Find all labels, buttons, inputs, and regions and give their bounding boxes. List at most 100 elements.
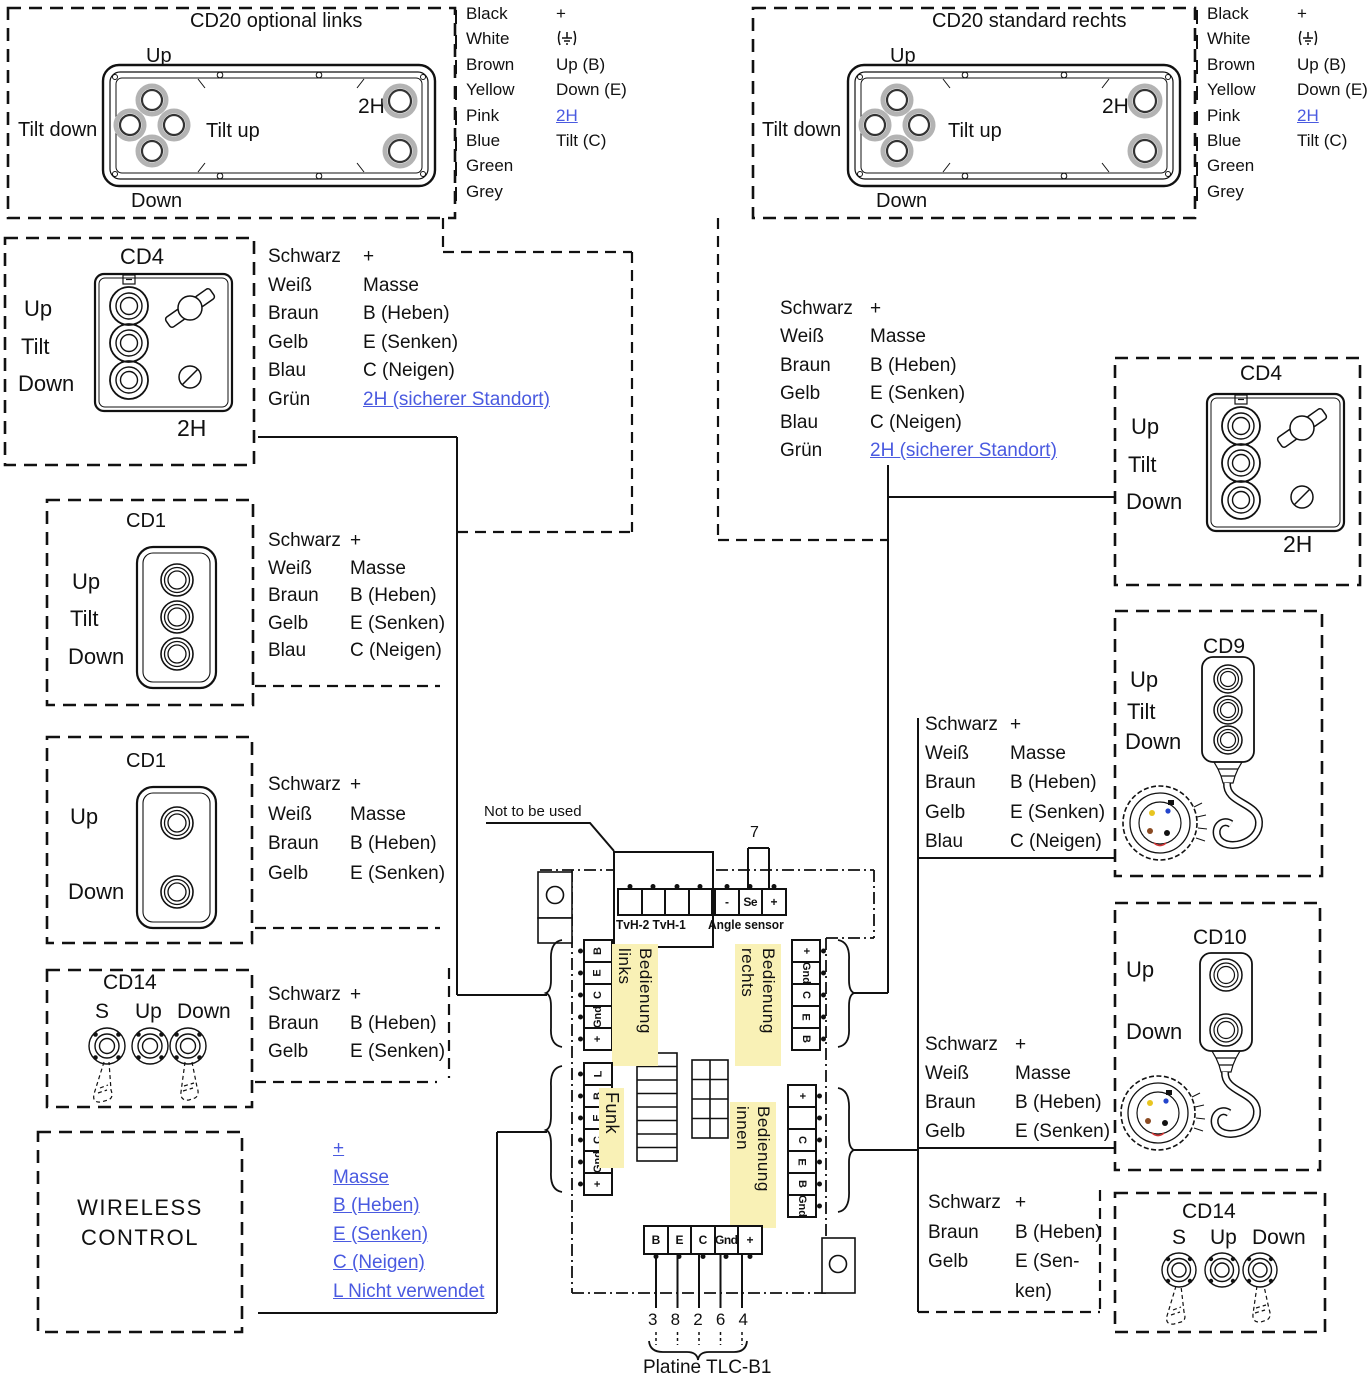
wire-row: E (Senken) xyxy=(333,1224,484,1253)
cd10-wire-list: Schwarz + Weiß Masse Braun B (Heben) Gel… xyxy=(925,1034,1110,1150)
wire-row: Blau C (Neigen) xyxy=(925,831,1105,860)
cd20-right-down-label: Down xyxy=(876,190,928,212)
wire-function: + xyxy=(1015,1034,1027,1055)
wire-function: Tilt (C) xyxy=(556,130,607,150)
wire-stub xyxy=(455,187,457,202)
wire-row: Braun B (Heben) xyxy=(780,355,1057,383)
cd20-right-wire-list: Black + White Brown Up (B) Yellow Down (… xyxy=(1196,4,1368,207)
wire-row: Gelb E (Senken) xyxy=(925,802,1105,831)
cd1-b-down-label: Down xyxy=(68,879,125,904)
wire-row: Gelb E (Sen- xyxy=(928,1251,1102,1281)
wire-row: Braun B (Heben) xyxy=(268,1013,445,1042)
wire-stub xyxy=(455,60,457,75)
cd1-b-title: CD1 xyxy=(126,750,167,772)
wire-row: Gelb E (Senken) xyxy=(268,332,550,361)
wire-row: L Nicht verwendet xyxy=(333,1281,484,1310)
cd14-right-title: CD14 xyxy=(1182,1200,1236,1223)
wire-row: Schwarz + xyxy=(268,246,550,275)
terminal: B xyxy=(583,939,613,963)
bedienung-links-label-line1: Bedienung xyxy=(636,948,655,1034)
wire-row: Schwarz + xyxy=(268,774,445,804)
wire-row: + xyxy=(333,1138,484,1167)
wire-function[interactable]: 2H (sicherer Standort) xyxy=(363,388,550,410)
wire-function[interactable]: + xyxy=(333,1138,345,1159)
wire-color: Gelb xyxy=(925,801,966,823)
wire-color: Blau xyxy=(268,640,307,661)
cd4-right-down-label: Down xyxy=(1126,489,1183,514)
terminal: C xyxy=(690,1225,716,1255)
wire-function[interactable]: 2H xyxy=(1297,105,1319,125)
terminal: C xyxy=(583,983,613,1007)
cd4-right-2h-label: 2H xyxy=(1283,531,1313,557)
wire-function[interactable]: 2H (sicherer Standort) xyxy=(870,439,1057,461)
terminal: Gnd xyxy=(787,1194,817,1218)
wire-stub xyxy=(1196,85,1198,100)
terminal: L xyxy=(583,1062,613,1086)
wire-function[interactable]: 2H xyxy=(556,105,578,125)
wire-color: Black xyxy=(1207,4,1249,23)
bedienung-rechts-label: Bedienung rechts xyxy=(735,944,781,1066)
wire-color: Schwarz xyxy=(268,246,341,267)
tvh-label: TvH-2 TvH-1 xyxy=(616,917,686,932)
cd14-left-switches-drawing xyxy=(88,1027,207,1103)
wire-color: Blau xyxy=(268,360,307,382)
cd4-left-wire-list: Schwarz + Weiß Masse Braun B (Heben) Gel… xyxy=(268,246,550,418)
wire-function: E (Senken) xyxy=(350,862,446,884)
wire-color: Green xyxy=(1207,156,1255,176)
cd14-left-title: CD14 xyxy=(103,971,157,994)
cd20-right-up-label: Up xyxy=(890,45,916,67)
wire-color: Weiß xyxy=(268,557,312,579)
wire-function: ken) xyxy=(1015,1280,1052,1302)
wire-color: Brown xyxy=(1207,54,1256,74)
wire-color: Grün xyxy=(780,439,823,461)
wire-color: Weiß xyxy=(268,274,312,296)
wire-function: B (Heben) xyxy=(1015,1221,1102,1243)
wire-row: Grey xyxy=(1196,182,1368,207)
wire-row: Gelb E (Senken) xyxy=(268,613,445,641)
earth-ground-icon xyxy=(1297,29,1319,49)
wire-function[interactable]: B (Heben) xyxy=(333,1195,420,1217)
wire-function: Down (E) xyxy=(1297,80,1368,100)
wire-function[interactable]: E (Senken) xyxy=(333,1223,429,1245)
wire-color: Weiß xyxy=(925,743,969,765)
wire-color: Green xyxy=(466,156,514,176)
wire-function: + xyxy=(1297,4,1307,23)
wire-color: Gelb xyxy=(925,1121,966,1142)
wire-function: B (Heben) xyxy=(363,303,450,325)
wire-row: Weiß Masse xyxy=(925,743,1105,772)
wire-stub xyxy=(455,85,457,100)
cd1-a-wire-list: Schwarz + Weiß Masse Braun B (Heben) Gel… xyxy=(268,530,445,668)
wire-row: Schwarz + xyxy=(780,298,1057,326)
wire-function: Masse xyxy=(350,803,406,825)
angle-sensor-terminal: Se xyxy=(737,888,763,916)
angle-sensor-pin7-label: 7 xyxy=(750,824,759,841)
wire-function[interactable]: Masse xyxy=(333,1166,389,1188)
wire-function: E (Senken) xyxy=(363,331,459,353)
terminal: E xyxy=(666,1225,692,1255)
angle-sensor-terminals: -Se+ xyxy=(714,888,787,916)
wire-function[interactable]: C (Neigen) xyxy=(333,1252,425,1274)
wire-row: Braun B (Heben) xyxy=(925,1092,1110,1121)
wire-function: + xyxy=(350,530,362,551)
wire-color: Schwarz xyxy=(268,774,341,795)
cd4-left-down-label: Down xyxy=(18,371,75,396)
wire-row: Weiß Masse xyxy=(780,326,1057,354)
cd1-a-title: CD1 xyxy=(126,510,167,532)
wire-row: Schwarz + xyxy=(268,984,445,1013)
bedienung-rechts-label-line1: Bedienung xyxy=(759,948,778,1034)
wire-row: Pink 2H xyxy=(455,106,627,131)
cd14-left-wire-list: Schwarz + Braun B (Heben) Gelb E (Senken… xyxy=(268,984,445,1070)
wire-function[interactable]: L Nicht verwendet xyxy=(333,1280,485,1302)
cd9-title: CD9 xyxy=(1203,635,1246,658)
wire-stub xyxy=(1196,187,1198,202)
cd4-right-title: CD4 xyxy=(1240,362,1283,385)
wire-row: Schwarz + xyxy=(925,1034,1110,1063)
cd9-down-label: Down xyxy=(1125,729,1182,754)
wireless-title-line2: CONTROL xyxy=(80,1225,200,1250)
wire-row: Black + xyxy=(455,4,627,29)
cd1-a-tilt-label: Tilt xyxy=(70,606,99,631)
wire-color: White xyxy=(466,29,510,49)
wire-color: Weiß xyxy=(780,326,824,348)
cd4-left-2h-label: 2H xyxy=(177,415,207,441)
